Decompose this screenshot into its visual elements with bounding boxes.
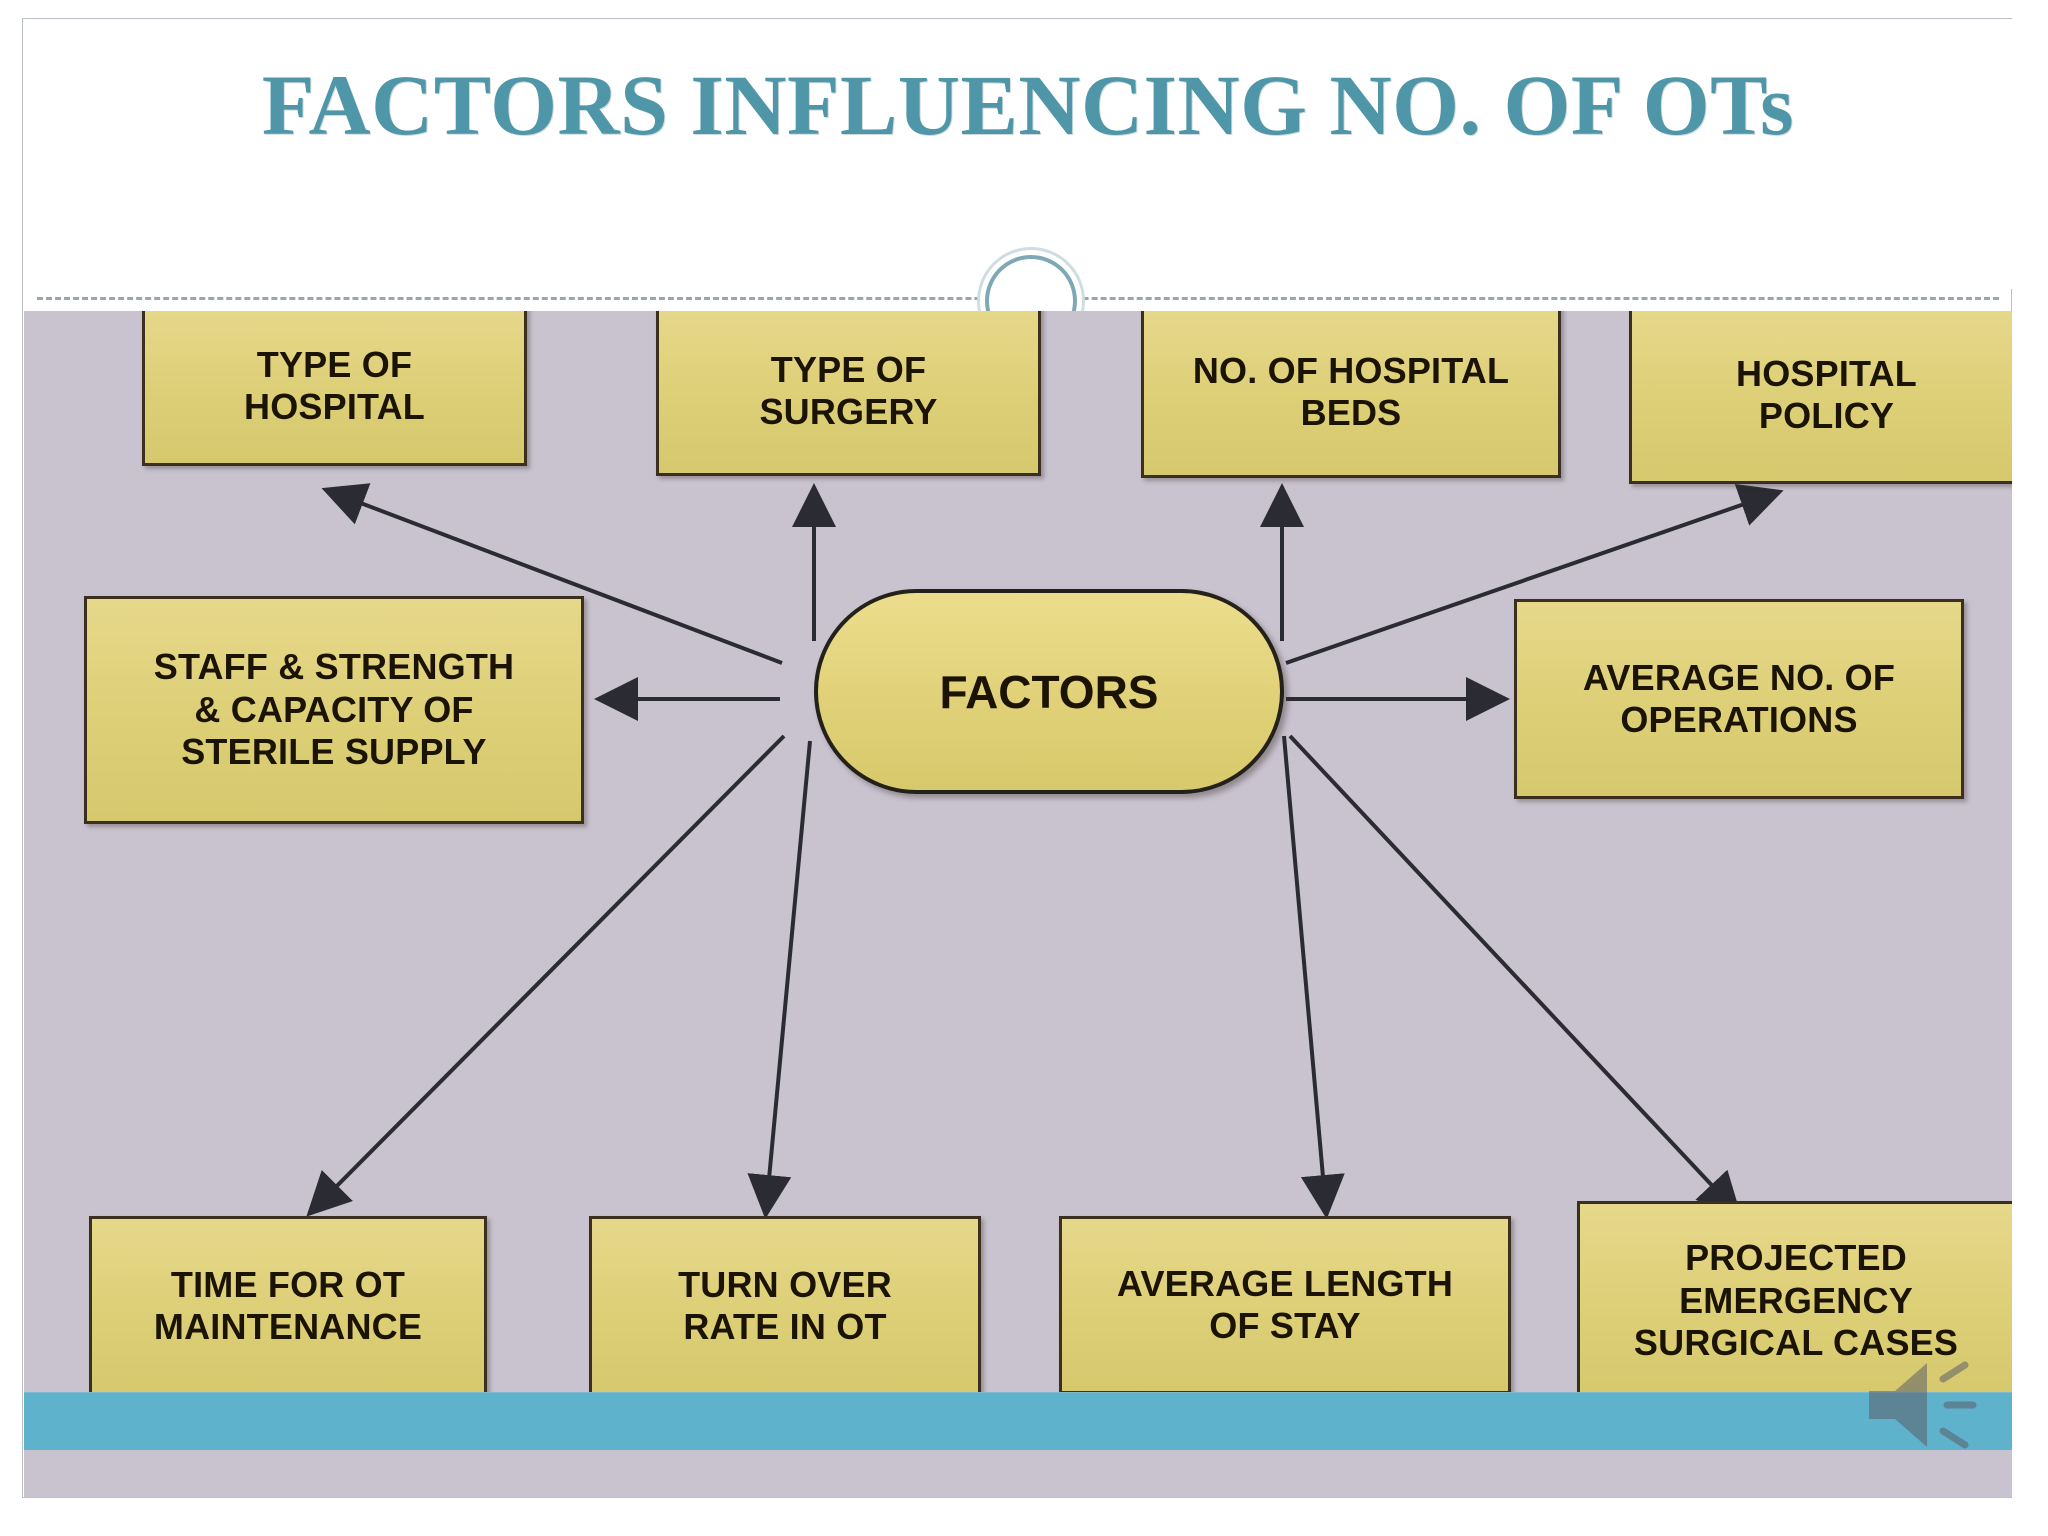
node-label: HOSPITAL POLICY bbox=[1736, 352, 1917, 436]
title-area: FACTORS INFLUENCING NO. OF OTs bbox=[23, 19, 2013, 289]
page-title: FACTORS INFLUENCING NO. OF OTs bbox=[261, 57, 1795, 153]
node-label: TYPE OF HOSPITAL bbox=[244, 343, 425, 427]
node-factors-center[interactable]: FACTORS bbox=[814, 589, 1284, 794]
node-label: STAFF & STRENGTH & CAPACITY OF STERILE S… bbox=[153, 646, 515, 773]
node-projected-emergency-surgical-cases[interactable]: PROJECTED EMERGENCY SURGICAL CASES bbox=[1577, 1201, 2012, 1401]
node-type-of-surgery[interactable]: TYPE OF SURGERY bbox=[656, 311, 1041, 476]
node-time-for-ot-maintenance[interactable]: TIME FOR OT MAINTENANCE bbox=[89, 1216, 487, 1396]
node-label: AVERAGE NO. OF OPERATIONS bbox=[1582, 656, 1896, 740]
node-label: TIME FOR OT MAINTENANCE bbox=[153, 1263, 423, 1347]
node-label: TYPE OF SURGERY bbox=[759, 348, 938, 432]
node-average-length-of-stay[interactable]: AVERAGE LENGTH OF STAY bbox=[1059, 1216, 1511, 1394]
speaker-icon[interactable] bbox=[1859, 1353, 1989, 1457]
node-label: TURN OVER RATE IN OT bbox=[678, 1263, 892, 1347]
node-staff-strength[interactable]: STAFF & STRENGTH & CAPACITY OF STERILE S… bbox=[84, 596, 584, 824]
diagram-canvas: TYPE OF HOSPITAL TYPE OF SURGERY NO. OF … bbox=[24, 311, 2012, 1497]
node-no-of-hospital-beds[interactable]: NO. OF HOSPITAL BEDS bbox=[1141, 311, 1561, 478]
footer-bar bbox=[24, 1392, 2012, 1450]
node-label: NO. OF HOSPITAL BEDS bbox=[1192, 349, 1510, 433]
node-type-of-hospital[interactable]: TYPE OF HOSPITAL bbox=[142, 311, 527, 466]
node-turn-over-rate-in-ot[interactable]: TURN OVER RATE IN OT bbox=[589, 1216, 981, 1396]
slide-frame: FACTORS INFLUENCING NO. OF OTs bbox=[22, 18, 2013, 1498]
node-average-no-of-operations[interactable]: AVERAGE NO. OF OPERATIONS bbox=[1514, 599, 1964, 799]
node-label: AVERAGE LENGTH OF STAY bbox=[1116, 1262, 1454, 1346]
node-hospital-policy[interactable]: HOSPITAL POLICY bbox=[1629, 311, 2012, 484]
node-label: PROJECTED EMERGENCY SURGICAL CASES bbox=[1633, 1237, 1959, 1364]
center-node-label: FACTORS bbox=[939, 665, 1159, 718]
